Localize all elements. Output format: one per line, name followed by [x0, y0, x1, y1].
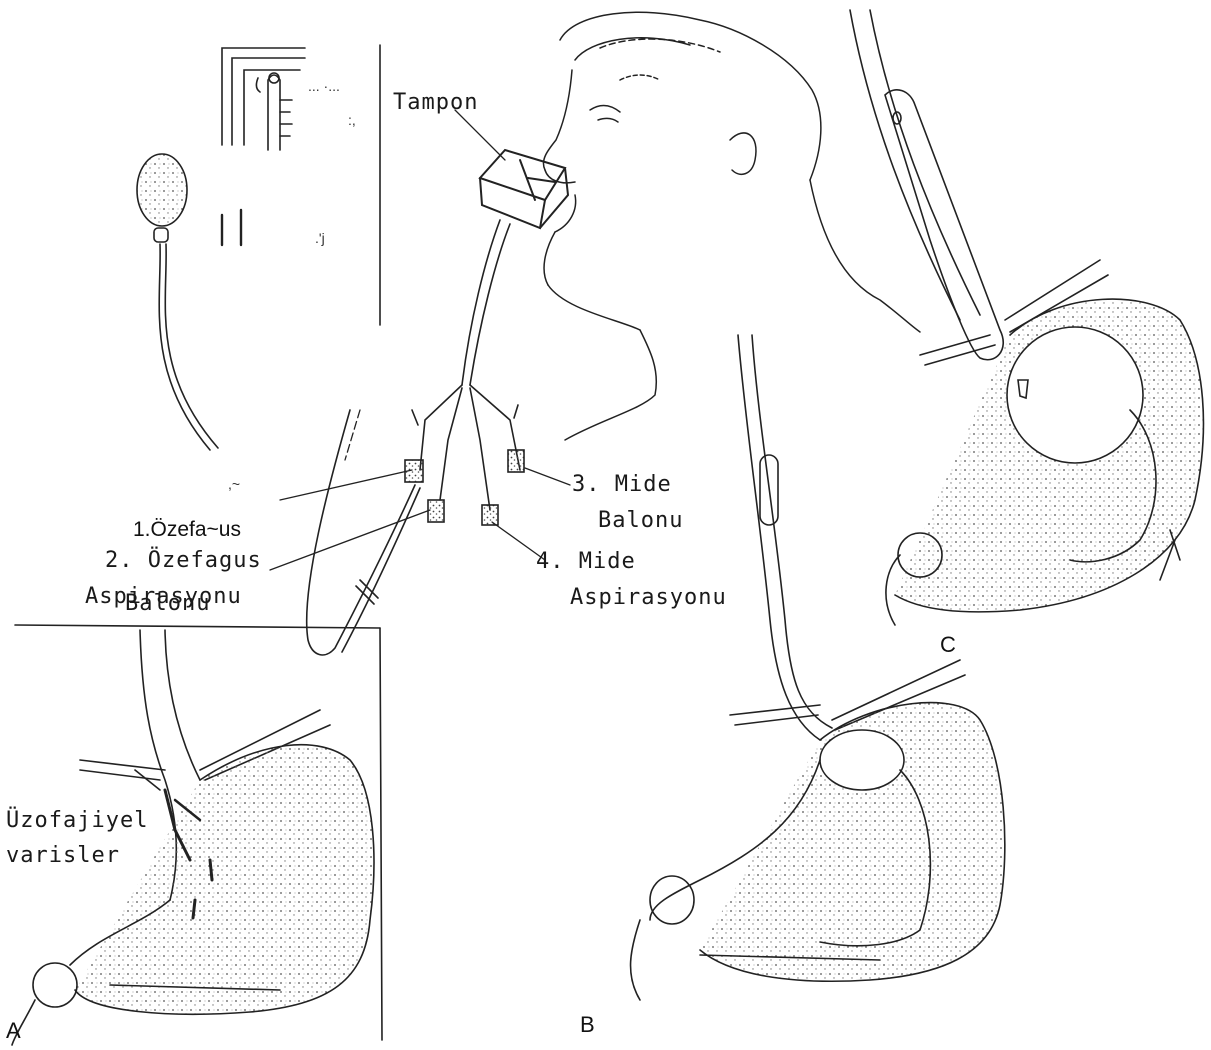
label-tampon: Tampon: [393, 90, 478, 115]
label-ozefagus-balonu-line2: Balonu: [125, 591, 210, 616]
label-ozofajiyel-line2: varisler: [6, 843, 120, 868]
panel-b-stomach: [631, 335, 1005, 1000]
inflation-bulb: [137, 154, 218, 450]
label-ozofajiyel-line1: Üzofajiyel: [6, 808, 148, 833]
panel-label-b: B: [580, 1012, 595, 1038]
gauge-mark-2: :,: [348, 112, 356, 128]
label-mide-aspirasyonu-line1: 4. Mide: [536, 549, 636, 574]
tilde-mark: ,~: [228, 476, 240, 492]
manometer: [222, 45, 380, 325]
gauge-mark-1: ... ·...: [308, 78, 340, 94]
label-mide-balonu-line2: Balonu: [598, 508, 683, 533]
label-mide-aspirasyonu-line2: Aspirasyonu: [570, 585, 727, 610]
panel-label-a: A: [6, 1018, 21, 1044]
label-ozefagus-aspirasyonu-line1: 2. Özefagus: [105, 548, 262, 573]
looping-tube: [307, 410, 420, 655]
panel-a-stomach: [12, 630, 374, 1045]
panel-label-c: C: [940, 632, 956, 658]
leader-lines: [270, 110, 570, 570]
main-tube: [405, 220, 524, 525]
tampon-block: [480, 150, 568, 228]
label-mide-balonu-line1: 3. Mide: [572, 472, 672, 497]
gauge-mark-3: .'j: [315, 230, 325, 246]
label-ozefagus-balonu-line1: 1.Özefa~us: [133, 518, 241, 542]
patient-head: [543, 12, 920, 440]
